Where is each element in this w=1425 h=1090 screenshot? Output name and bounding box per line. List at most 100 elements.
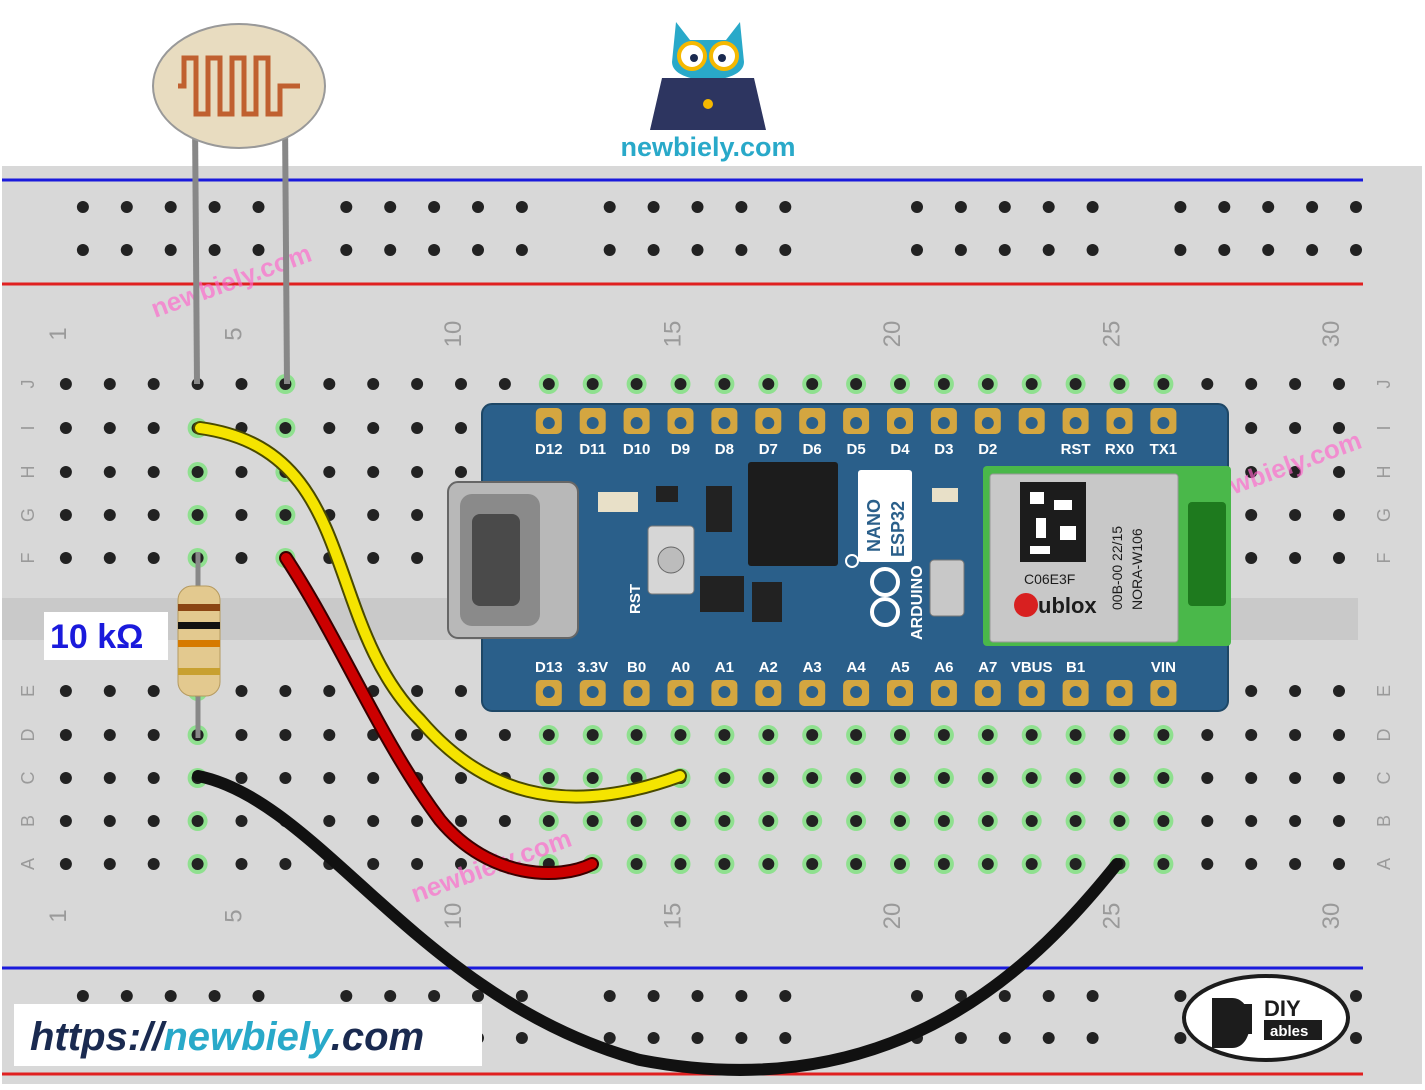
breadboard-hole[interactable]: [630, 815, 643, 827]
breadboard-hole[interactable]: [1289, 422, 1302, 434]
breadboard-hole[interactable]: [384, 201, 397, 213]
breadboard-hole[interactable]: [279, 685, 292, 697]
breadboard-hole[interactable]: [1245, 858, 1258, 870]
breadboard-hole[interactable]: [1289, 858, 1302, 870]
breadboard-hole[interactable]: [762, 858, 775, 870]
breadboard-hole[interactable]: [1289, 772, 1302, 784]
breadboard-hole[interactable]: [147, 815, 160, 827]
breadboard-hole[interactable]: [1113, 772, 1126, 784]
breadboard-hole[interactable]: [515, 201, 528, 213]
breadboard-hole[interactable]: [384, 244, 397, 256]
breadboard-hole[interactable]: [120, 990, 133, 1002]
breadboard-hole[interactable]: [252, 201, 265, 213]
breadboard-hole[interactable]: [1025, 729, 1038, 741]
breadboard-hole[interactable]: [1157, 772, 1170, 784]
breadboard-hole[interactable]: [498, 815, 511, 827]
breadboard-hole[interactable]: [674, 858, 687, 870]
breadboard-hole[interactable]: [59, 466, 72, 478]
breadboard-hole[interactable]: [937, 815, 950, 827]
breadboard-hole[interactable]: [59, 729, 72, 741]
breadboard-hole[interactable]: [1245, 552, 1258, 564]
breadboard-hole[interactable]: [1289, 509, 1302, 521]
breadboard-hole[interactable]: [455, 772, 467, 784]
breadboard-hole[interactable]: [323, 772, 336, 784]
breadboard-hole[interactable]: [1201, 815, 1214, 827]
breadboard-hole[interactable]: [1201, 729, 1214, 741]
breadboard-hole[interactable]: [603, 201, 616, 213]
breadboard-hole[interactable]: [806, 729, 819, 741]
breadboard-hole[interactable]: [340, 244, 353, 256]
breadboard-hole[interactable]: [252, 244, 265, 256]
breadboard-hole[interactable]: [147, 422, 160, 434]
breadboard-hole[interactable]: [603, 990, 616, 1002]
breadboard-hole[interactable]: [981, 772, 994, 784]
breadboard-hole[interactable]: [603, 1032, 616, 1044]
breadboard-hole[interactable]: [850, 378, 863, 390]
breadboard-hole[interactable]: [279, 509, 292, 521]
breadboard-hole[interactable]: [147, 552, 160, 564]
breadboard-hole[interactable]: [998, 990, 1011, 1002]
breadboard-hole[interactable]: [103, 378, 116, 390]
breadboard-hole[interactable]: [59, 858, 72, 870]
breadboard-hole[interactable]: [147, 685, 160, 697]
breadboard-hole[interactable]: [586, 729, 599, 741]
breadboard-hole[interactable]: [235, 815, 248, 827]
breadboard-hole[interactable]: [340, 201, 353, 213]
breadboard-hole[interactable]: [1350, 1032, 1362, 1044]
breadboard-hole[interactable]: [235, 509, 248, 521]
breadboard-hole[interactable]: [340, 990, 353, 1002]
breadboard-hole[interactable]: [455, 685, 467, 697]
breadboard-hole[interactable]: [1306, 201, 1319, 213]
breadboard-hole[interactable]: [1350, 201, 1362, 213]
breadboard-hole[interactable]: [954, 990, 967, 1002]
breadboard-hole[interactable]: [674, 729, 687, 741]
breadboard-hole[interactable]: [937, 729, 950, 741]
breadboard-hole[interactable]: [235, 858, 248, 870]
breadboard-hole[interactable]: [147, 378, 160, 390]
breadboard-hole[interactable]: [1306, 244, 1319, 256]
breadboard-hole[interactable]: [674, 815, 687, 827]
breadboard-hole[interactable]: [779, 201, 792, 213]
breadboard-hole[interactable]: [1245, 378, 1258, 390]
breadboard-hole[interactable]: [59, 509, 72, 521]
breadboard-hole[interactable]: [1042, 201, 1055, 213]
breadboard-hole[interactable]: [1042, 1032, 1055, 1044]
breadboard-hole[interactable]: [850, 772, 863, 784]
breadboard-hole[interactable]: [850, 858, 863, 870]
breadboard-hole[interactable]: [411, 422, 424, 434]
breadboard-hole[interactable]: [1069, 815, 1082, 827]
breadboard-hole[interactable]: [1201, 858, 1214, 870]
breadboard-hole[interactable]: [911, 990, 923, 1002]
breadboard-hole[interactable]: [323, 378, 336, 390]
breadboard-hole[interactable]: [542, 729, 555, 741]
breadboard-hole[interactable]: [691, 244, 704, 256]
breadboard-hole[interactable]: [208, 990, 221, 1002]
breadboard-hole[interactable]: [735, 990, 748, 1002]
breadboard-hole[interactable]: [323, 422, 336, 434]
breadboard-hole[interactable]: [1245, 815, 1258, 827]
breadboard-hole[interactable]: [455, 378, 467, 390]
breadboard-hole[interactable]: [367, 466, 380, 478]
breadboard-hole[interactable]: [279, 729, 292, 741]
breadboard-hole[interactable]: [103, 685, 116, 697]
breadboard-hole[interactable]: [147, 466, 160, 478]
breadboard-hole[interactable]: [718, 858, 731, 870]
breadboard-hole[interactable]: [455, 815, 467, 827]
breadboard-hole[interactable]: [279, 772, 292, 784]
breadboard-hole[interactable]: [630, 378, 643, 390]
breadboard-hole[interactable]: [1069, 858, 1082, 870]
breadboard-hole[interactable]: [1333, 509, 1345, 521]
breadboard-hole[interactable]: [586, 772, 599, 784]
breadboard-hole[interactable]: [1333, 815, 1345, 827]
breadboard-hole[interactable]: [1174, 1032, 1187, 1044]
breadboard-hole[interactable]: [647, 244, 660, 256]
breadboard-hole[interactable]: [411, 815, 424, 827]
breadboard-hole[interactable]: [1201, 772, 1214, 784]
breadboard-hole[interactable]: [647, 201, 660, 213]
breadboard-hole[interactable]: [1201, 378, 1214, 390]
breadboard-hole[interactable]: [59, 378, 72, 390]
breadboard-hole[interactable]: [323, 815, 336, 827]
breadboard-hole[interactable]: [1113, 815, 1126, 827]
breadboard-hole[interactable]: [806, 772, 819, 784]
breadboard-hole[interactable]: [1157, 858, 1170, 870]
